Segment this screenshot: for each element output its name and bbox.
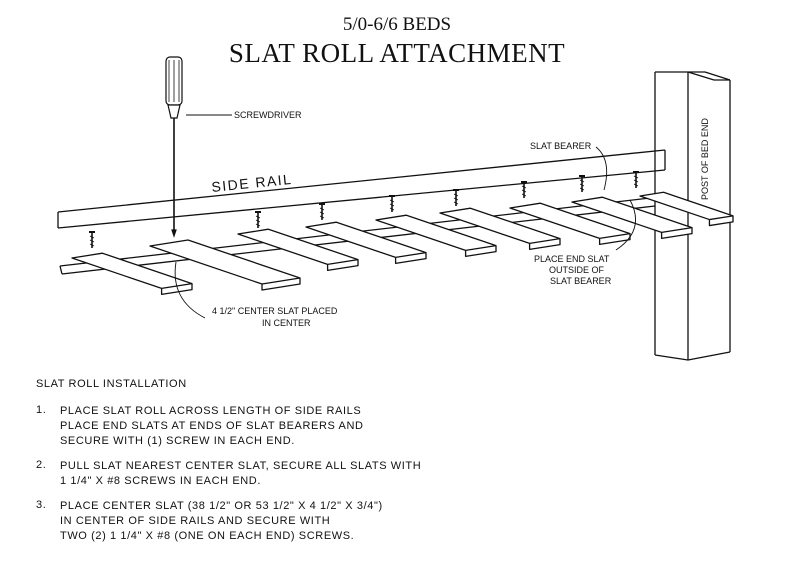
screw-icon xyxy=(579,175,585,192)
slat xyxy=(237,228,359,272)
center-slat-note-line-1: 4 1/2" CENTER SLAT PLACED xyxy=(212,306,338,316)
step-line: 1 1/4" X #8 SCREWS IN EACH END. xyxy=(60,475,262,487)
instruction-step-3: 3. PLACE CENTER SLAT (38 1/2" OR 53 1/2"… xyxy=(36,499,596,544)
step-line: TWO (2) 1 1/4" X #8 (ONE ON EACH END) SC… xyxy=(60,530,355,542)
slat xyxy=(71,252,193,296)
side-rail xyxy=(57,149,666,229)
center-slat-leader xyxy=(174,261,206,319)
center-slat-note-line-2: IN CENTER xyxy=(262,318,311,328)
slat xyxy=(439,207,561,251)
step-number: 2. xyxy=(36,459,47,471)
screw-icon xyxy=(521,181,527,198)
screw-icon xyxy=(389,195,395,212)
center-slat-note: 4 1/2" CENTER SLAT PLACED IN CENTER xyxy=(212,306,338,328)
step-line: SECURE WITH (1) SCREW IN EACH END. xyxy=(60,435,295,447)
screwdriver-label: SCREWDRIVER xyxy=(234,110,302,120)
title-main: SLAT ROLL ATTACHMENT xyxy=(228,38,566,68)
screw-icon xyxy=(319,203,325,220)
screw-icon xyxy=(633,171,639,188)
step-line: PLACE END SLATS AT ENDS OF SLAT BEARERS … xyxy=(60,420,364,432)
side-rail-label: SIDE RAIL xyxy=(211,171,293,195)
step-line: IN CENTER OF SIDE RAILS AND SECURE WITH xyxy=(60,515,331,527)
bed-post xyxy=(654,71,731,361)
instruction-step-1: 1. PLACE SLAT ROLL ACROSS LENGTH OF SIDE… xyxy=(36,404,596,449)
screwdriver-icon xyxy=(165,56,183,238)
end-slat-note-line-3: SLAT BEARER xyxy=(550,276,612,286)
step-number: 3. xyxy=(36,499,47,511)
slat xyxy=(571,196,693,240)
slat xyxy=(375,214,497,258)
slat xyxy=(149,239,301,291)
installation-instructions: SLAT ROLL INSTALLATION 1. PLACE SLAT ROL… xyxy=(36,378,596,554)
slat-bearer-label: SLAT BEARER xyxy=(530,141,592,151)
step-number: 1. xyxy=(36,404,47,416)
slat xyxy=(305,221,427,265)
post-label: POST OF BED END xyxy=(700,118,710,200)
end-slat-leader xyxy=(615,199,637,251)
screw-icon xyxy=(89,231,95,248)
instruction-step-2: 2. PULL SLAT NEAREST CENTER SLAT, SECURE… xyxy=(36,459,596,489)
slat-bearer-leader xyxy=(595,146,608,191)
screw-icon xyxy=(255,211,261,228)
title-size: 5/0-6/6 BEDS xyxy=(342,14,452,35)
end-slat-note-line-1: PLACE END SLAT xyxy=(534,254,610,264)
screw-icon xyxy=(453,189,459,206)
step-line: PULL SLAT NEAREST CENTER SLAT, SECURE AL… xyxy=(60,460,422,472)
slat xyxy=(639,191,734,227)
step-line: PLACE SLAT ROLL ACROSS LENGTH OF SIDE RA… xyxy=(60,405,362,417)
end-slat-note: PLACE END SLAT OUTSIDE OF SLAT BEARER xyxy=(534,254,612,286)
instructions-heading: SLAT ROLL INSTALLATION xyxy=(36,378,187,390)
end-slat-note-line-2: OUTSIDE OF xyxy=(549,265,605,275)
step-line: PLACE CENTER SLAT (38 1/2" OR 53 1/2" X … xyxy=(60,500,383,512)
